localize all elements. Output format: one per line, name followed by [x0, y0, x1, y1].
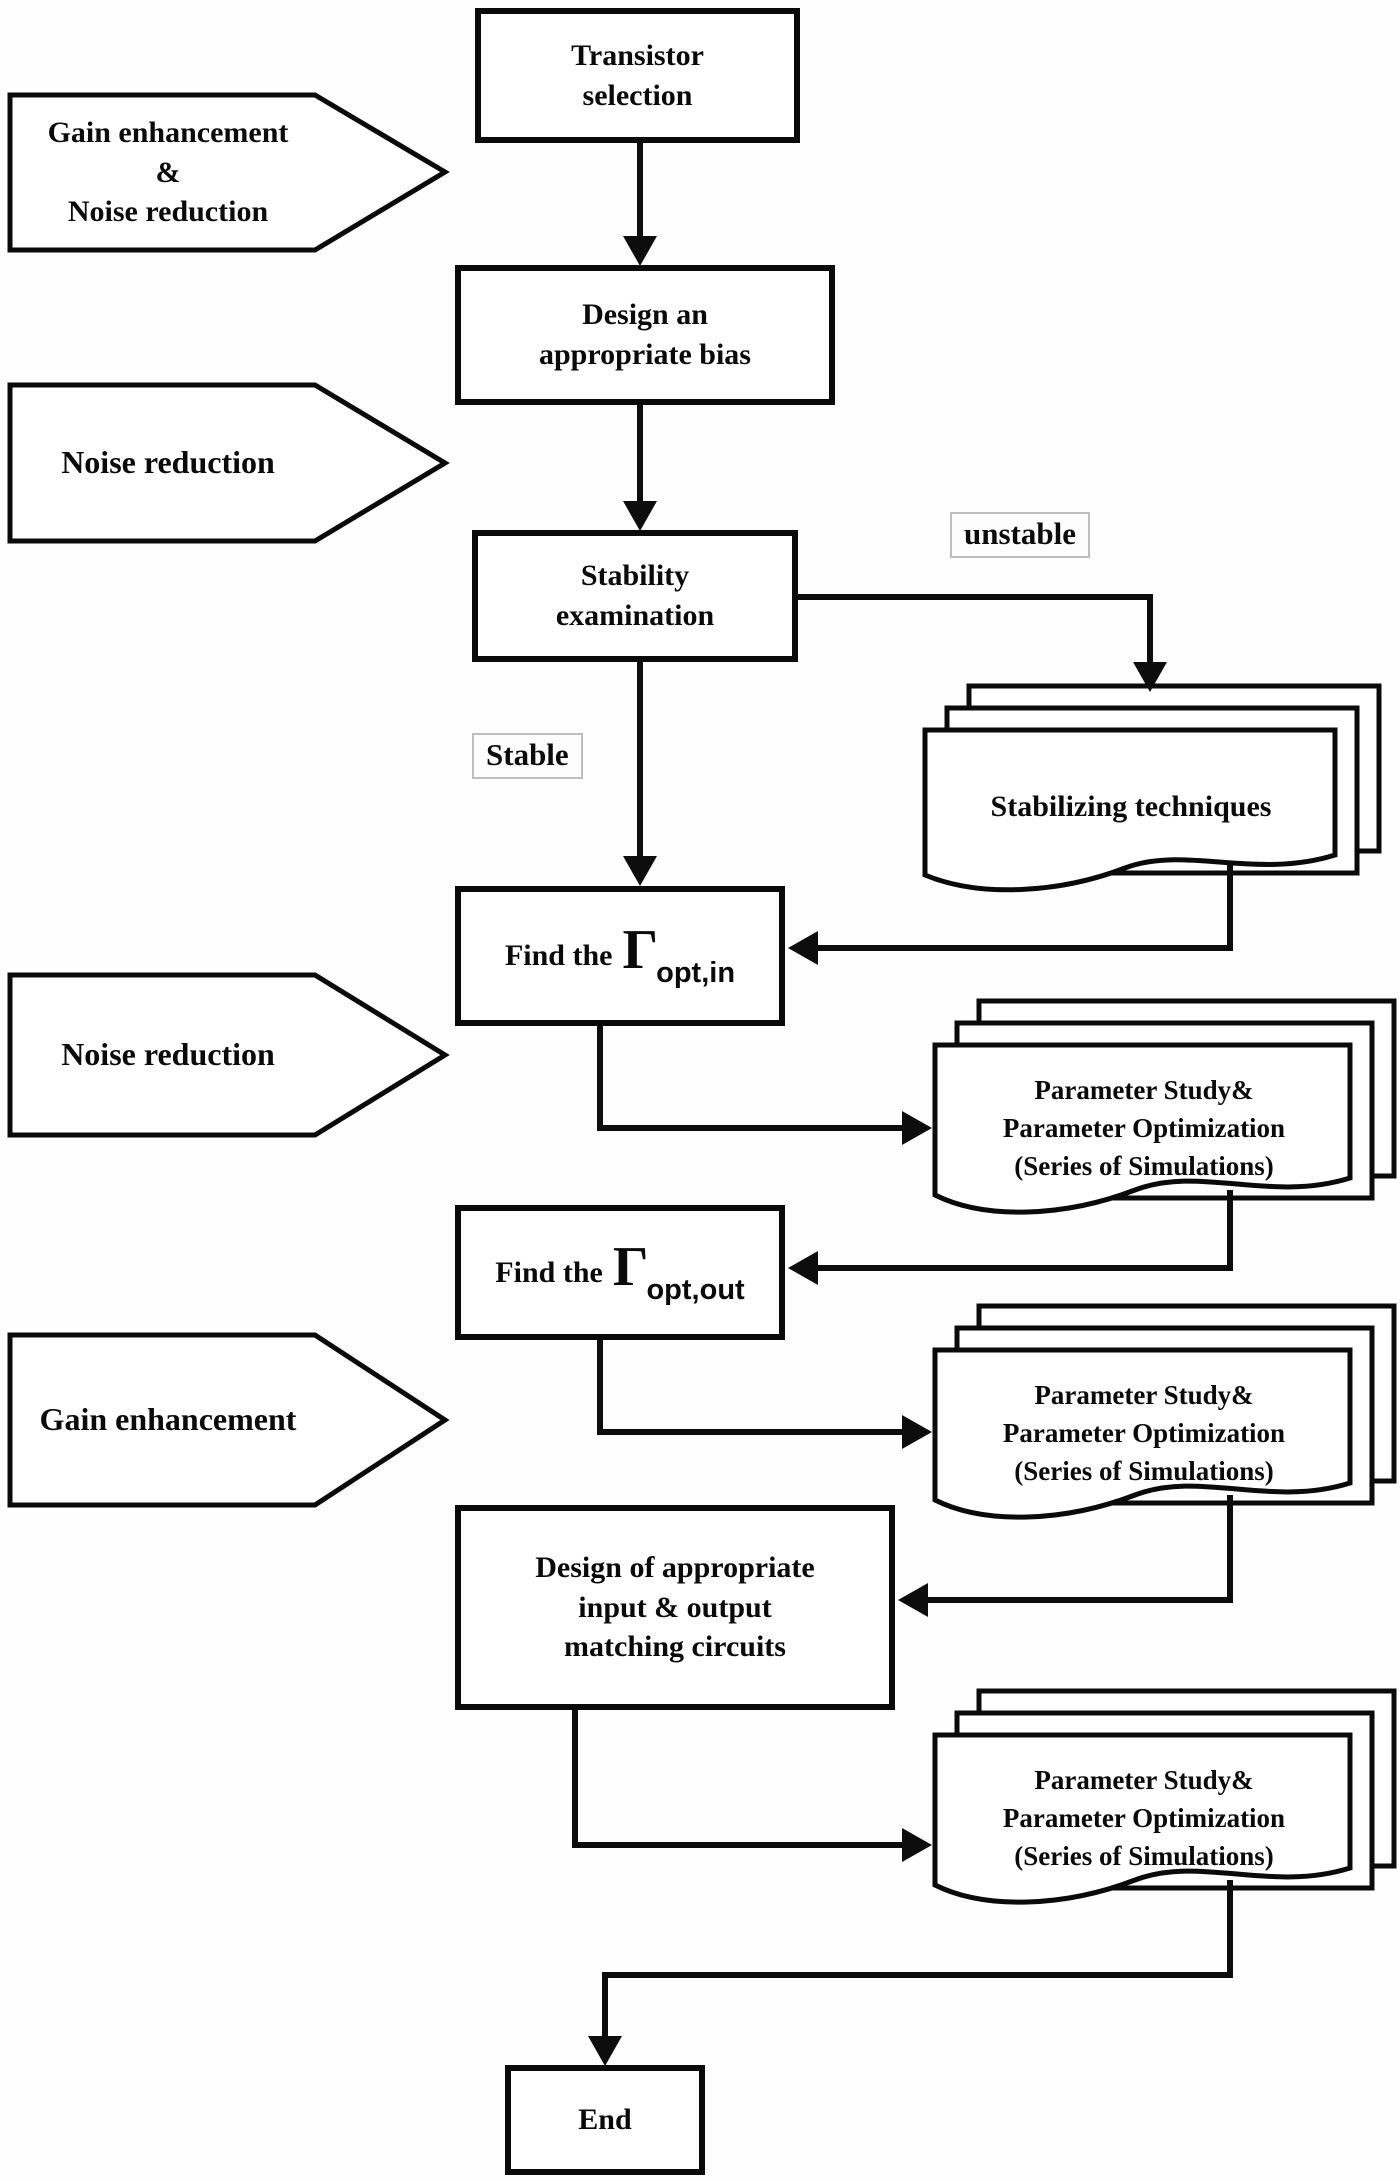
box-matching-circuits-line3: matching circuits — [564, 1630, 786, 1664]
gamma-subscript-opt-in: opt,in — [656, 957, 736, 990]
parameter-stack-1 — [932, 998, 1397, 1215]
find-out-prefix: Find the — [495, 1255, 603, 1289]
box-transistor-selection-line2: selection — [582, 78, 693, 112]
arrowhead-right-params2 — [902, 1415, 932, 1449]
arrowhead-left-find-in — [788, 931, 818, 965]
callout-gain-enhancement: Gain enhancement — [18, 1340, 318, 1498]
parameter-stack-3-line1: Parameter Study& — [1034, 1764, 1254, 1795]
box-stability-examination: Stability examination — [472, 530, 798, 662]
parameter-stack-1-line1: Parameter Study& — [1034, 1074, 1254, 1105]
edge-find-out-to-params2 — [597, 1337, 902, 1435]
parameter-stack-2-label: Parameter Study& Parameter Optimization … — [945, 1363, 1343, 1503]
box-matching-circuits: Design of appropriate input & output mat… — [455, 1505, 895, 1710]
arrowhead-right-params3 — [902, 1828, 932, 1862]
edge-params2-to-matching — [928, 1495, 1233, 1603]
edge-find-in-to-params1 — [597, 1022, 902, 1131]
arrowhead-down-stability — [623, 501, 657, 531]
parameter-stack-3-line3: (Series of Simulations) — [1014, 1841, 1274, 1872]
box-find-gamma-opt-in: Find the Γopt,in — [455, 886, 785, 1026]
callout-shape-noise-reduction-1 — [7, 382, 450, 544]
parameter-stack-2-line3: (Series of Simulations) — [1014, 1456, 1274, 1487]
gamma-subscript-opt-out: opt,out — [646, 1273, 745, 1306]
box-design-bias-line2: appropriate bias — [539, 338, 751, 371]
box-transistor-selection-line1: Transistor — [571, 38, 704, 72]
arrowhead-right-params1 — [902, 1111, 932, 1145]
arrowhead-left-matching — [898, 1583, 928, 1617]
parameter-stack-2-line1: Parameter Study& — [1034, 1379, 1254, 1410]
edge-label-stable: Stable — [472, 733, 583, 780]
parameter-stack-1-line3: (Series of Simulations) — [1014, 1151, 1274, 1182]
callout-gain-and-noise-line3: Noise reduction — [67, 195, 269, 229]
edge-params3-to-end — [602, 1880, 1233, 2038]
box-transistor-selection: Transistor selection — [475, 8, 800, 143]
arrowhead-down-bias — [623, 236, 657, 266]
edge-stabilizing-to-find-in — [818, 862, 1233, 951]
parameter-stack-2 — [932, 1303, 1397, 1520]
callout-noise-reduction-1-line1: Noise reduction — [61, 444, 275, 481]
callout-noise-reduction-1: Noise reduction — [18, 390, 318, 535]
box-stability-examination-line2: examination — [555, 599, 715, 632]
callout-shape-gain-and-noise — [7, 92, 450, 253]
box-end: End — [505, 2065, 705, 2175]
edge-label-unstable: unstable — [950, 512, 1090, 559]
parameter-stack-1-line2: Parameter Optimization — [1002, 1112, 1286, 1143]
gamma-symbol: Γ — [612, 1235, 649, 1298]
box-find-gamma-opt-out: Find the Γopt,out — [455, 1205, 785, 1340]
stabilizing-techniques-stack — [922, 683, 1382, 893]
edge-params1-to-find-out — [818, 1190, 1233, 1271]
arrowhead-down-stabilizing — [1133, 662, 1167, 692]
callout-noise-reduction-2-line1: Noise reduction — [61, 1035, 275, 1072]
find-in-prefix: Find the — [504, 939, 613, 973]
parameter-stack-1-label: Parameter Study& Parameter Optimization … — [945, 1058, 1343, 1198]
box-stability-examination-line1: Stability — [580, 559, 690, 593]
stabilizing-techniques-line1: Stabilizing techniques — [990, 790, 1272, 823]
callout-gain-and-noise-line2: & — [155, 155, 181, 189]
parameter-stack-2-line2: Parameter Optimization — [1002, 1417, 1286, 1448]
callout-gain-and-noise: Gain enhancement & Noise reduction — [18, 100, 318, 245]
callout-gain-and-noise-line1: Gain enhancement — [47, 116, 289, 150]
box-design-bias: Design an appropriate bias — [455, 265, 835, 405]
arrowhead-down-end — [588, 2036, 622, 2066]
parameter-stack-3-line2: Parameter Optimization — [1002, 1802, 1286, 1833]
gamma-symbol: Γ — [622, 919, 658, 982]
parameter-stack-3 — [932, 1688, 1397, 1905]
parameter-stack-3-label: Parameter Study& Parameter Optimization … — [945, 1748, 1343, 1888]
edge-matching-to-params3 — [572, 1707, 902, 1848]
arrowhead-left-find-out — [788, 1251, 818, 1285]
callout-shape-noise-reduction-2 — [7, 972, 450, 1138]
box-matching-circuits-line2: input & output — [578, 1590, 772, 1624]
arrowhead-down-find-in — [623, 856, 657, 886]
callout-noise-reduction-2: Noise reduction — [18, 980, 318, 1128]
box-design-bias-line1: Design an — [582, 298, 708, 332]
stabilizing-techniques-label: Stabilizing techniques — [935, 748, 1327, 866]
callout-gain-enhancement-line1: Gain enhancement — [39, 1400, 297, 1437]
box-end-label: End — [578, 2103, 632, 2137]
edge-stability-to-stabilizing — [796, 594, 1153, 664]
callout-shape-gain-enhancement — [7, 1332, 450, 1508]
box-matching-circuits-line1: Design of appropriate — [535, 1551, 815, 1585]
